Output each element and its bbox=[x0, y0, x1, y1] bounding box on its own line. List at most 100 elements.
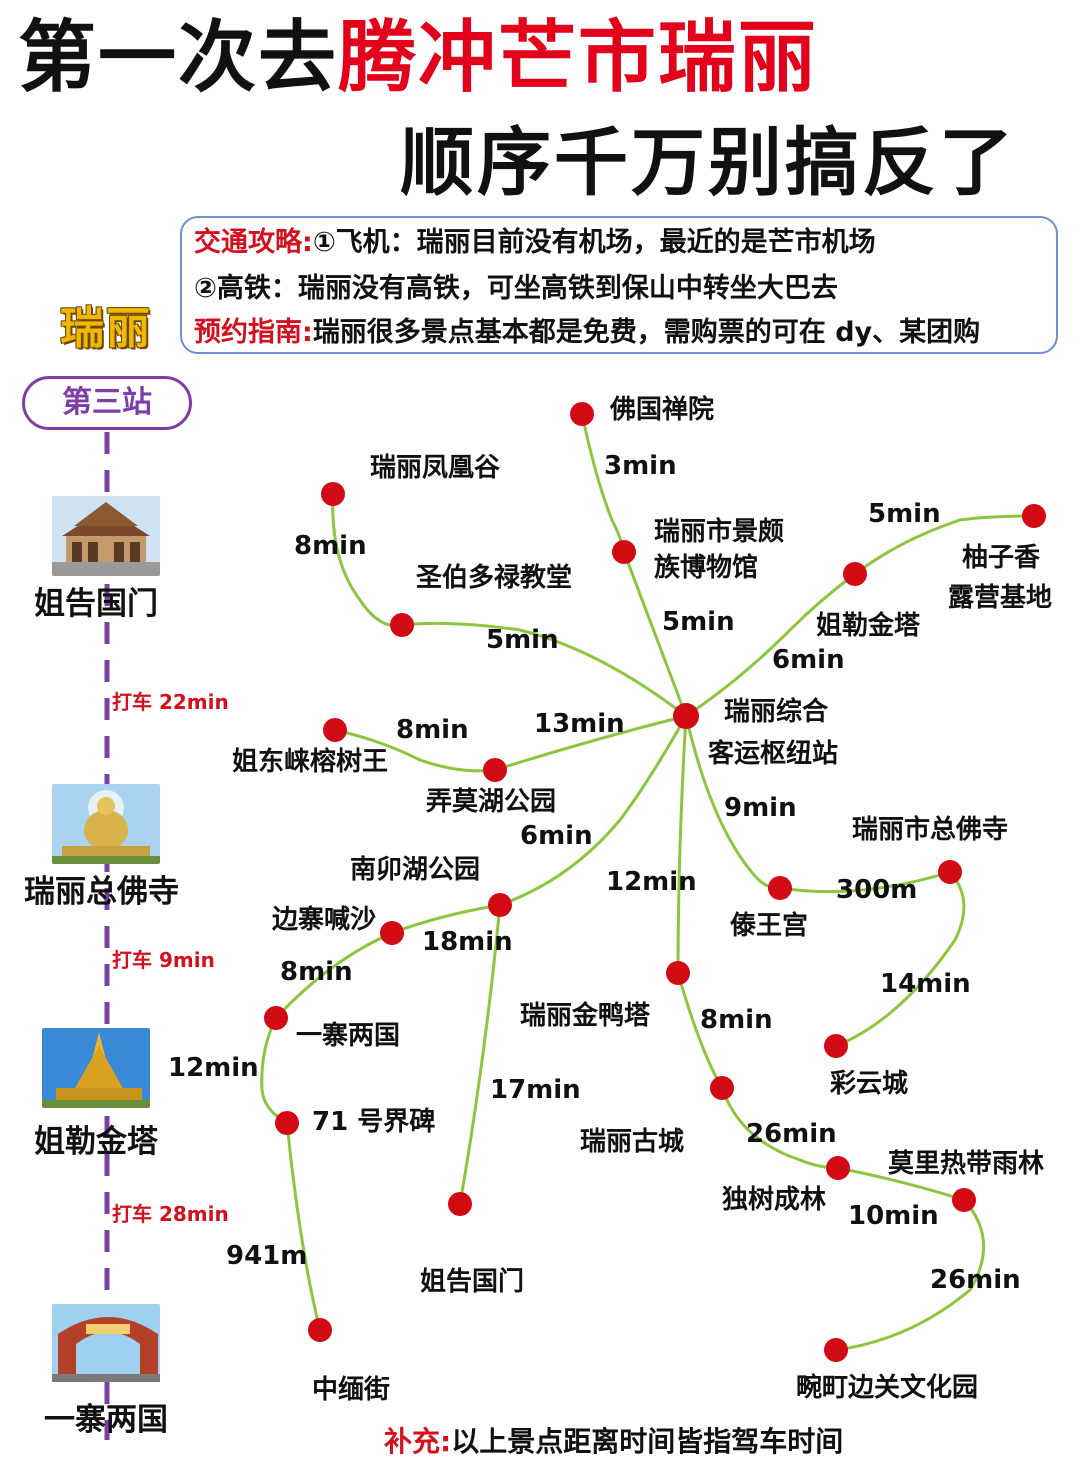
node-rong-shu-wang bbox=[323, 718, 347, 742]
jie-gao-guo-men-photo bbox=[52, 496, 160, 576]
route-hub-dai-wang bbox=[684, 714, 782, 890]
footnote: 补充:以上景点距离时间皆指驾车时间 bbox=[384, 1420, 843, 1460]
label-jie-gao-guo-men: 姐告国门 bbox=[420, 1267, 525, 1297]
time-6min-nan-mao: 6min bbox=[520, 821, 593, 851]
time-10min: 10min bbox=[848, 1201, 939, 1231]
label-mo-li-yu-lin: 莫里热带雨林 bbox=[888, 1149, 1045, 1179]
label-feng-huang-gu: 瑞丽凤凰谷 bbox=[370, 453, 501, 483]
jie-le-jin-ta-photo bbox=[42, 1028, 150, 1108]
label-bian-zhai-han-sha: 边寨喊沙 bbox=[272, 905, 377, 935]
label-fo-guo-chan-yuan: 佛国禅院 bbox=[610, 395, 715, 425]
label-gu-cheng: 瑞丽古城 bbox=[580, 1127, 685, 1157]
station-badge: 第三站 bbox=[22, 376, 192, 430]
transport-line-train: ②高铁：瑞丽没有高铁，可坐高铁到保山中转坐大巴去 bbox=[194, 273, 838, 304]
node-feng-huang-gu bbox=[321, 482, 345, 506]
ride-time-1: 打车 22min bbox=[112, 690, 229, 714]
time-5min-jing-po: 5min bbox=[662, 607, 735, 637]
time-941m: 941m bbox=[226, 1241, 308, 1271]
node-jie-gao-guo-men bbox=[448, 1192, 472, 1216]
route-nong-mo-hub bbox=[493, 714, 688, 772]
node-nan-mao-hu bbox=[488, 893, 512, 917]
zong-fo-si-photo bbox=[52, 784, 160, 864]
route-feng-huang bbox=[331, 492, 404, 628]
time-8min-feng-huang: 8min bbox=[294, 531, 367, 561]
time-12min-yi-zhai: 12min bbox=[168, 1053, 259, 1083]
node-sheng-bo-duo-lu bbox=[390, 613, 414, 637]
label-du-shu-cheng-lin: 独树成林 bbox=[722, 1185, 827, 1215]
time-5min-sheng-bo: 5min bbox=[486, 625, 559, 655]
label-nong-mo-hu: 弄莫湖公园 bbox=[426, 787, 557, 817]
ride-time-2: 打车 9min bbox=[112, 948, 215, 972]
transport-label: 交通攻略: bbox=[194, 227, 313, 258]
itinerary-stop-1: 姐告国门 bbox=[34, 586, 158, 622]
node-jie-bei-71 bbox=[275, 1111, 299, 1135]
yi-zhai-liang-guo-photo bbox=[52, 1304, 160, 1384]
node-dai-wang-gong bbox=[768, 876, 792, 900]
time-26min-wan-ding: 26min bbox=[930, 1265, 1021, 1295]
route-nan-mao-jie-gao bbox=[458, 903, 502, 1206]
time-13min: 13min bbox=[534, 709, 625, 739]
itinerary-stop-2: 瑞丽总佛寺 bbox=[24, 874, 179, 910]
time-8min-bian-zhai: 8min bbox=[280, 957, 353, 987]
label-cai-yun-cheng: 彩云城 bbox=[830, 1069, 909, 1099]
time-5min-you-zi: 5min bbox=[868, 499, 941, 529]
time-17min: 17min bbox=[490, 1075, 581, 1105]
title-prefix: 第一次去 bbox=[18, 13, 339, 103]
node-zong-fo-si bbox=[938, 860, 962, 884]
route-zong-fo-cai-yun bbox=[834, 870, 966, 1048]
route-sheng-bo bbox=[400, 621, 688, 718]
footnote-text: 以上景点距离时间皆指驾车时间 bbox=[451, 1425, 844, 1458]
route-mo-li-wan-ding bbox=[834, 1198, 986, 1352]
time-3min: 3min bbox=[604, 451, 677, 481]
label-jing-po-museum-1: 瑞丽市景颇 bbox=[654, 517, 785, 547]
label-zhong-mian-jie: 中缅街 bbox=[312, 1375, 391, 1405]
page-title: 第一次去腾冲芒市瑞丽 bbox=[18, 12, 818, 104]
time-14min: 14min bbox=[880, 969, 971, 999]
route-bian-yi-zhai bbox=[274, 931, 394, 1020]
label-jie-bei-71: 71 号界碑 bbox=[312, 1107, 436, 1137]
route-gu-cheng-du-shu bbox=[720, 1086, 840, 1170]
footnote-label: 补充: bbox=[384, 1425, 452, 1458]
node-bian-zhai-han-sha bbox=[380, 921, 404, 945]
node-wan-ding bbox=[824, 1338, 848, 1362]
time-26min-du-shu: 26min bbox=[746, 1119, 837, 1149]
time-8min-gu-cheng: 8min bbox=[700, 1005, 773, 1035]
time-9min: 9min bbox=[724, 793, 797, 823]
node-jie-le-jin-ta bbox=[843, 562, 867, 586]
time-300m: 300m bbox=[836, 875, 918, 905]
time-8min-rong-shu: 8min bbox=[396, 715, 469, 745]
itinerary-stop-4: 一寨两国 bbox=[44, 1402, 168, 1438]
info-box bbox=[180, 216, 1058, 354]
page-subtitle: 顺序千万别搞反了 bbox=[400, 120, 1016, 206]
route-dai-wang-zong-fo bbox=[778, 870, 952, 894]
label-nan-mao-hu: 南卯湖公园 bbox=[350, 855, 481, 885]
transport-line-plane: 交通攻略:①飞机：瑞丽目前没有机场，最近的是芒市机场 bbox=[194, 226, 876, 260]
route-you-zi-jin-ta bbox=[853, 514, 1036, 576]
city-tag: 瑞丽 bbox=[60, 303, 152, 354]
label-sheng-bo-duo-lu: 圣伯多禄教堂 bbox=[416, 563, 573, 593]
transport-plane-text: ①飞机：瑞丽目前没有机场，最近的是芒市机场 bbox=[312, 227, 876, 258]
itinerary-stop-3: 姐勒金塔 bbox=[34, 1124, 158, 1160]
route-hub-nan-mao bbox=[498, 714, 688, 907]
node-transport-hub bbox=[673, 703, 699, 729]
label-jie-le-jin-ta: 姐勒金塔 bbox=[816, 611, 921, 641]
label-wan-ding: 畹町边关文化园 bbox=[796, 1373, 979, 1403]
node-cai-yun-cheng bbox=[824, 1034, 848, 1058]
label-hub-1: 瑞丽综合 bbox=[724, 697, 829, 727]
route-yi-zhai-71 bbox=[260, 1016, 289, 1125]
route-71-zhong-mian bbox=[285, 1121, 322, 1332]
route-du-shu-mo-li bbox=[836, 1166, 966, 1202]
route-hub-jin-ya bbox=[676, 714, 688, 975]
label-zong-fo-si: 瑞丽市总佛寺 bbox=[852, 815, 1009, 845]
time-6min-jin-ta: 6min bbox=[772, 645, 845, 675]
label-rong-shu-wang: 姐东崃榕树王 bbox=[232, 747, 389, 777]
node-gu-cheng bbox=[710, 1076, 734, 1100]
node-zhong-mian-jie bbox=[308, 1318, 332, 1342]
route-rong-shu bbox=[333, 728, 497, 773]
label-jin-ya-ta: 瑞丽金鸭塔 bbox=[520, 1001, 651, 1031]
booking-text: 瑞丽很多景点基本都是免费，需购票的可在 dy、某团购 bbox=[312, 317, 981, 348]
node-fo-guo-chan-yuan bbox=[570, 402, 594, 426]
label-you-zi-xiang-2: 露营基地 bbox=[948, 583, 1053, 613]
route-jin-ta-hub bbox=[684, 572, 857, 718]
title-highlight: 腾冲芒市瑞丽 bbox=[338, 13, 819, 103]
